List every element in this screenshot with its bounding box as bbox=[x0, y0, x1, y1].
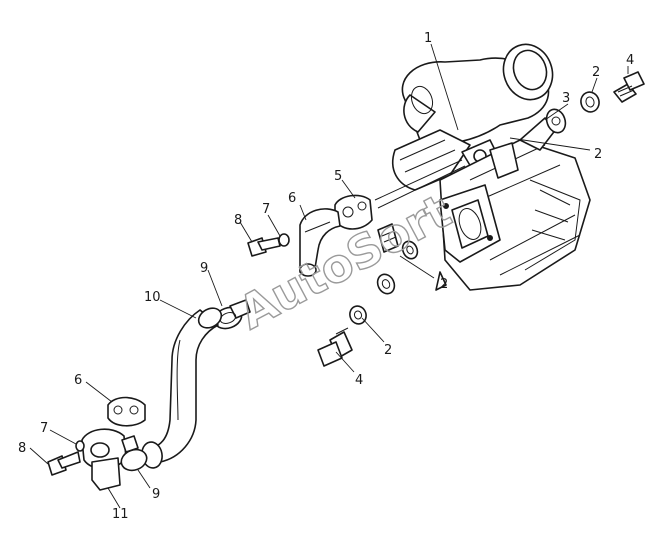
pipe-elbow-upper bbox=[299, 208, 341, 277]
banjo-bolt-top bbox=[613, 71, 645, 103]
washer-middle-a bbox=[401, 240, 419, 260]
washer-middle-c bbox=[349, 305, 367, 325]
washer-middle-b bbox=[376, 273, 396, 295]
banjo-fitting bbox=[519, 108, 567, 151]
washer-upper bbox=[278, 233, 290, 247]
gasket-lower bbox=[107, 396, 146, 427]
gasket-upper bbox=[334, 194, 373, 230]
callout-2-top: 2 bbox=[592, 65, 600, 80]
callout-2-right: 2 bbox=[594, 147, 602, 162]
callout-9-upper: 9 bbox=[200, 261, 208, 276]
turbocharger-assembly bbox=[391, 43, 591, 291]
bolt-lower bbox=[47, 451, 81, 476]
oil-return-hose bbox=[141, 307, 223, 469]
callout-5: 5 bbox=[334, 169, 342, 184]
callout-2-lower: 2 bbox=[384, 343, 392, 358]
callout-2-middle: 2 bbox=[440, 277, 448, 292]
bolt-upper bbox=[247, 237, 281, 257]
callout-labels: 1 2 3 4 2 5 6 7 8 9 10 2 2 4 6 7 8 9 11 bbox=[18, 31, 634, 522]
callout-11: 11 bbox=[112, 507, 129, 522]
callout-1: 1 bbox=[424, 31, 432, 46]
callout-4-top: 4 bbox=[626, 53, 634, 68]
callout-3: 3 bbox=[562, 91, 570, 106]
callout-10: 10 bbox=[144, 290, 161, 305]
washer-lower bbox=[75, 440, 85, 452]
callout-9-lower: 9 bbox=[152, 487, 160, 502]
hose-clamp-lower bbox=[120, 435, 148, 472]
callout-7-upper: 7 bbox=[262, 202, 270, 217]
leader-lines bbox=[29, 43, 629, 509]
washer-top bbox=[580, 91, 600, 113]
callout-7-lower: 7 bbox=[40, 421, 48, 436]
callout-6-upper: 6 bbox=[288, 191, 296, 206]
callout-8-upper: 8 bbox=[234, 213, 242, 228]
banjo-bolt-middle bbox=[377, 223, 399, 253]
callout-6-lower: 6 bbox=[74, 373, 82, 388]
callout-4-lower: 4 bbox=[355, 373, 363, 388]
banjo-bolt-lower bbox=[317, 327, 353, 367]
callout-8-lower: 8 bbox=[18, 441, 26, 456]
drain-flange-lower bbox=[81, 428, 127, 491]
